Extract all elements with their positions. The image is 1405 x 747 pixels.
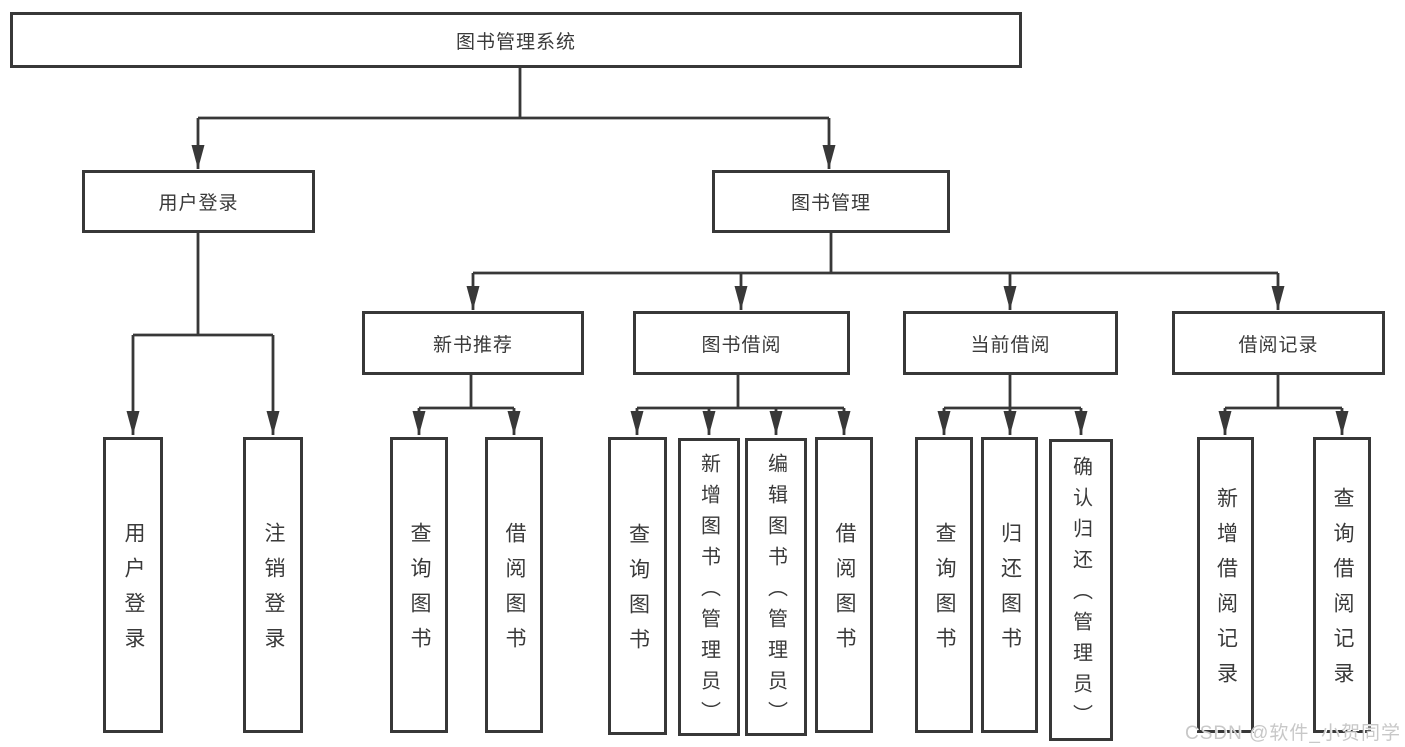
leaf-borrow-books: 借阅图书 — [815, 437, 873, 733]
leaf-query-borrow-record: 查询借阅记录 — [1313, 437, 1371, 733]
node-label: 新书推荐 — [432, 334, 513, 356]
leaf-query-books-borrow: 查询图书 — [608, 437, 667, 735]
leaf-logout: 注销登录 — [243, 437, 303, 733]
leaf-confirm-return-admin: 确认归还（管理员） — [1049, 439, 1113, 741]
node-label: 用户登录 — [122, 522, 145, 662]
leaf-user-login: 用户登录 — [103, 437, 163, 733]
node-label: 确认归还（管理员） — [1069, 456, 1092, 735]
node-label: 查询借阅记录 — [1331, 487, 1354, 697]
node-label: 图书管理系统 — [455, 31, 576, 53]
node-library-management-system: 图书管理系统 — [10, 12, 1022, 68]
node-book-borrowing: 图书借阅 — [633, 311, 850, 375]
node-label: 用户登录 — [158, 193, 239, 214]
node-current-borrowing: 当前借阅 — [903, 311, 1118, 375]
node-label: 编辑图书（管理员） — [764, 453, 787, 732]
csdn-watermark: CSDN @软件_小贺同学 — [1185, 723, 1401, 744]
leaf-edit-books-admin: 编辑图书（管理员） — [745, 438, 807, 736]
leaf-query-books-recommend: 查询图书 — [390, 437, 448, 733]
node-label: 注销登录 — [262, 522, 285, 662]
node-label: 借阅图书 — [833, 522, 856, 662]
node-label: 归还图书 — [998, 522, 1022, 662]
node-label: 新增图书（管理员） — [697, 453, 720, 732]
leaf-query-books-current: 查询图书 — [915, 437, 973, 733]
node-user-login: 用户登录 — [82, 170, 315, 233]
node-label: 图书借阅 — [701, 334, 782, 356]
node-borrowing-records: 借阅记录 — [1172, 311, 1385, 375]
node-label: 借阅图书 — [503, 522, 526, 662]
node-label: 查询图书 — [408, 522, 431, 662]
node-label: 查询图书 — [626, 523, 650, 663]
node-new-book-recommendation: 新书推荐 — [362, 311, 584, 375]
node-label: 图书管理 — [790, 193, 871, 214]
leaf-add-borrow-record: 新增借阅记录 — [1197, 437, 1254, 733]
leaf-borrow-books-recommend: 借阅图书 — [485, 437, 543, 733]
leaf-add-books-admin: 新增图书（管理员） — [678, 438, 740, 736]
leaf-return-books: 归还图书 — [981, 437, 1038, 733]
node-label: 新增借阅记录 — [1214, 487, 1238, 697]
node-label: 当前借阅 — [970, 334, 1051, 356]
node-book-management: 图书管理 — [712, 170, 950, 233]
node-label: 查询图书 — [933, 522, 956, 662]
node-label: 借阅记录 — [1238, 334, 1319, 356]
